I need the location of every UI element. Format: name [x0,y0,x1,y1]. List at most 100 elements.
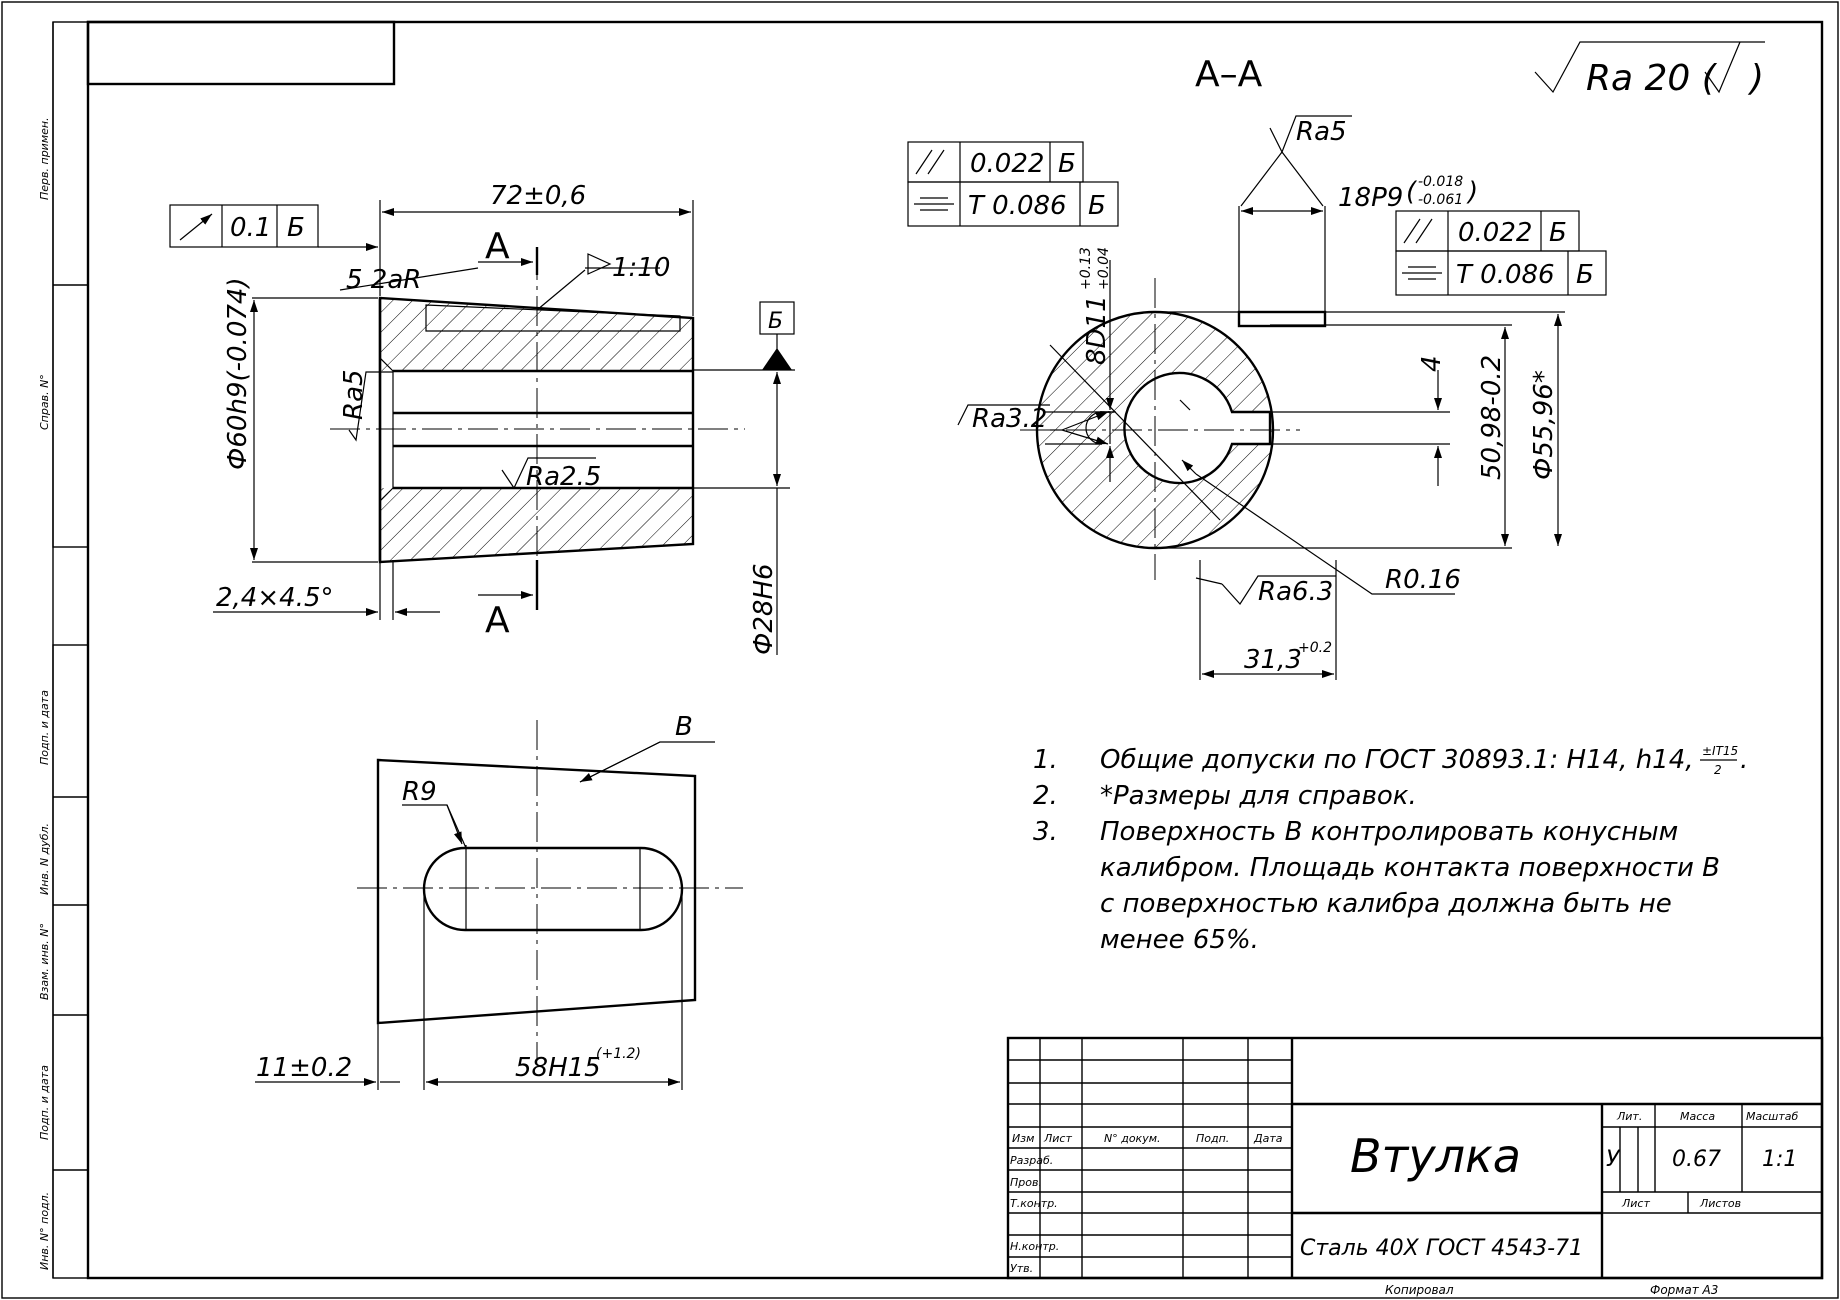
row-razrab: Разраб. [1010,1154,1053,1167]
runout-datum: Б [287,213,305,243]
roughness-key-side: Ra6.3 [1258,577,1333,607]
section-dims-final: 8D11 +0.13 +0.04 Ra3.2 4 50,98-0.2 Ф55,9… [957,247,1565,680]
surface-label: В [675,712,693,742]
dim-keyway-width: 18P9 [1338,183,1403,213]
svg-text:): ) [1747,58,1764,99]
fcf3-datum: Б [1549,218,1567,248]
mass-header: Масса [1680,1110,1715,1123]
col-sign: Подп. [1196,1132,1229,1145]
front-view: А А 72±0,6 Ф60h9(-0.074) 5 2aR 1:10 Б Ф2… [169,181,795,655]
svg-text:.: . [1740,745,1748,775]
section-title: А–А [1195,54,1263,95]
dim-length: 72±0,6 [490,181,586,211]
svg-text:): ) [1466,177,1478,207]
fcf3-value: 0.022 [1458,218,1532,248]
general-roughness-text: Ra 20 ( [1586,58,1718,99]
label-inv-dubl: Инв. N дубл. [38,823,51,895]
dim-slot-width: 8D11 [1082,295,1112,365]
dim-view-b-slot: 58H15 [515,1053,601,1083]
dim-313: 31,3 [1244,645,1302,675]
fcf1-datum: Б [1058,149,1076,179]
note-1-fraction-top: ±IT15 [1702,744,1738,758]
note-3-line-4: менее 65%. [1100,925,1259,955]
section-view: Ra5 18P9 -0.018 -0.061 ( ) 0.022 Б T 0.0… [907,115,1607,580]
note-1-fraction-bottom: 2 [1714,763,1722,777]
col-izm: Изм [1012,1132,1034,1145]
lit-value: У [1606,1147,1621,1172]
label-podp-data-2: Подп. и дата [38,1065,51,1140]
dim-5596: Ф55,96* [1529,370,1559,480]
dim-5098: 50,98-0.2 [1477,355,1507,480]
radius-r9: R9 [402,777,437,807]
material: Сталь 40Х ГОСТ 4543-71 [1300,1236,1583,1261]
cut-label-bottom: А [485,600,510,641]
row-tkontr: Т.контр. [1010,1197,1058,1210]
col-doc: N° докум. [1104,1132,1161,1145]
slot-tol-bottom: +0.04 [1096,247,1112,290]
dim-view-b-left: 11±0.2 [256,1053,352,1083]
dim-bore-diameter: Ф28Н6 [749,563,779,655]
dim-chamfer: 2,4×4.5° [216,583,333,613]
label-inv-podl: Инв. N° подл. [38,1192,51,1270]
note-3-line-2: калибром. Площадь контакта поверхности В [1100,853,1720,883]
section-dims-main [1045,411,1102,445]
dim-outer-diameter: Ф60h9(-0.074) [223,277,253,470]
sheets-label: Листов [1699,1197,1741,1210]
radius-r016: R0.16 [1385,565,1461,595]
label-perv-primen: Перв. примен. [38,117,51,200]
fcf-group-right: 0.022 Б T 0.086 Б [1395,210,1607,296]
technical-notes: 1. Общие допуски по ГОСТ 30893.1: H14, h… [1033,744,1748,955]
general-roughness: Ra 20 ( ) [1534,41,1765,99]
keyway-tol-bottom: -0.061 [1418,192,1463,208]
side-strip: Перв. примен. Справ. N° Подп. и дата Инв… [38,21,89,1279]
col-list: Лист [1043,1132,1072,1145]
dim-depth: 4 [1417,355,1447,372]
sheet-label: Лист [1621,1197,1650,1210]
roughness-bore-front: Ra5 [339,369,369,420]
col-date: Дата [1253,1132,1283,1145]
format-label: Формат А3 [1650,1283,1718,1297]
note-1-text: Общие допуски по ГОСТ 30893.1: H14, h14, [1100,745,1694,775]
fcf2-value: T 0.086 [968,191,1067,221]
roughness-inner-bottom: Ra2.5 [526,462,601,492]
row-nkontr: Н.контр. [1010,1240,1059,1253]
label-vzam-inv: Взам. инв. N° [38,923,51,1000]
dim-313-tol: +0.2 [1298,640,1332,656]
copied-label: Копировал [1385,1283,1454,1297]
label-podp-data-1: Подп. и дата [38,690,51,765]
fcf4-datum: Б [1576,260,1594,290]
scale-value: 1:1 [1762,1147,1797,1172]
fcf4-value: T 0.086 [1456,260,1555,290]
runout-value: 0.1 [230,213,271,243]
dim-view-b-slot-tol: (+1.2) [596,1046,641,1062]
datum-letter: Б [768,309,783,334]
scale-header: Масштаб [1746,1110,1798,1123]
rotated-stamp-box [86,20,396,86]
fcf1-value: 0.022 [970,149,1044,179]
fcf-group-left: 0.022 Б T 0.086 Б [907,141,1119,227]
slot-tol-top: +0.13 [1078,247,1094,290]
svg-text:(: ( [1406,177,1418,207]
view-b: В R9 11±0.2 58H15 (+1.2) [255,712,743,1090]
note-2-number: 2. [1033,781,1058,811]
note-1-number: 1. [1033,745,1058,775]
cut-label-top: А [485,226,510,267]
roughness-keyway: Ra5 [1296,117,1347,147]
keyway-tol-top: -0.018 [1418,174,1463,190]
part-name: Втулка [1350,1129,1521,1183]
mass-value: 0.67 [1672,1147,1721,1172]
note-2-text: *Размеры для справок. [1100,781,1417,811]
chamfer-note: 5 2aR [346,265,421,295]
note-3-number: 3. [1033,817,1058,847]
runout-fcf: 0.1 Б [169,204,378,251]
lit-header: Лит. [1616,1110,1642,1123]
note-3-line-1: Поверхность В контролировать конусным [1100,817,1678,847]
label-sprav-no: Справ. N° [38,374,51,430]
title-block: Изм Лист N° докум. Подп. Дата Разраб. Пр… [1006,1036,1824,1280]
note-3-line-3: с поверхностью калибра должна быть не [1100,889,1672,919]
row-prov: Пров. [1010,1176,1042,1189]
row-utv: Утв. [1010,1262,1033,1275]
taper-value: 1:10 [612,253,670,283]
roughness-slot: Ra3.2 [972,404,1047,434]
